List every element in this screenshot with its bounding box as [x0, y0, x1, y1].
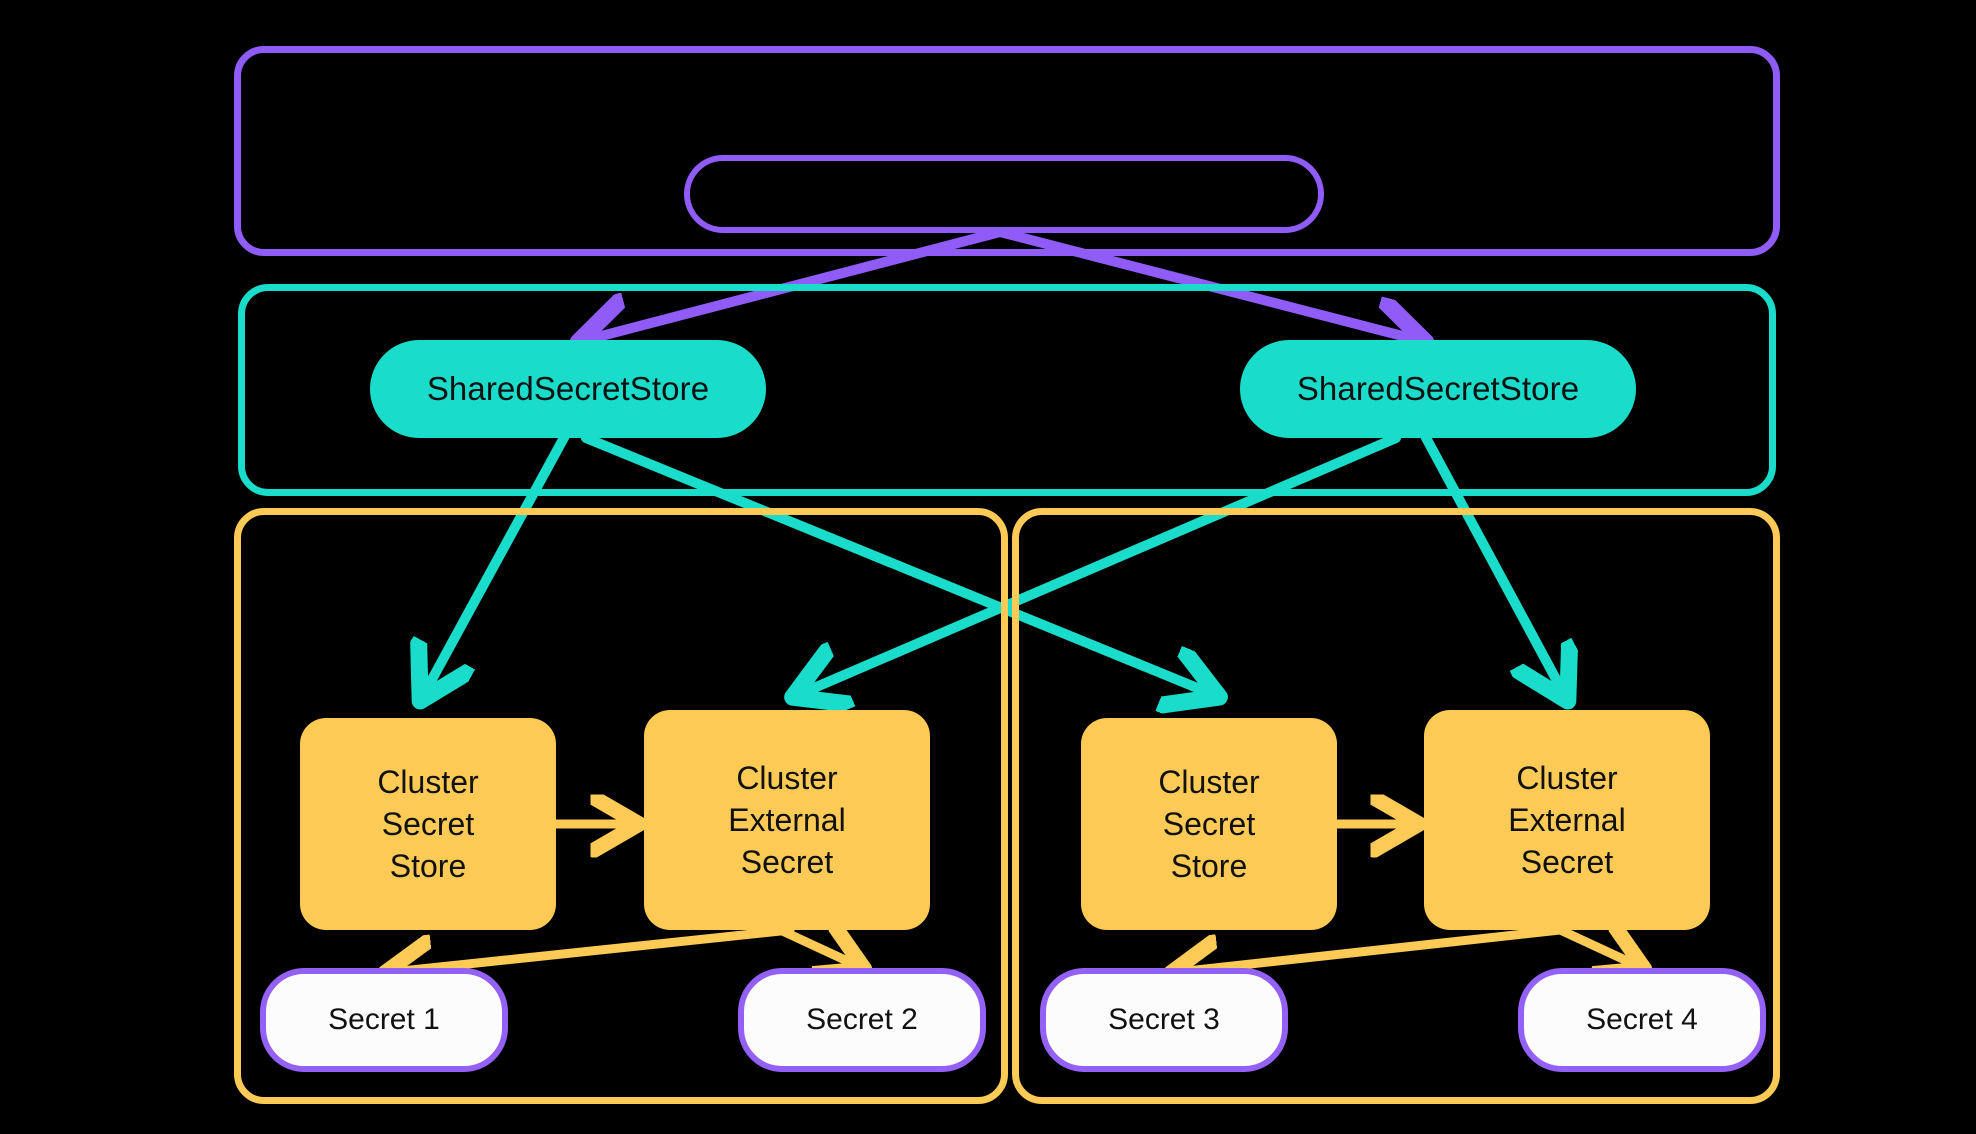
cluster-secret-store-right-line-2: Secret	[1162, 805, 1256, 842]
node-shared-secret-store-left[interactable]: SharedSecretStore	[370, 340, 766, 438]
secret-1-label: Secret 1	[328, 1003, 440, 1037]
secret-3-label: Secret 3	[1108, 1003, 1220, 1037]
node-cluster-external-secret-left[interactable]: Cluster External Secret	[644, 710, 930, 930]
node-secret-4[interactable]: Secret 4	[1518, 968, 1766, 1072]
group-shared-secret-stores	[238, 284, 1776, 496]
cluster-external-secret-right-line-2: External	[1508, 801, 1626, 838]
group-cluster-right	[1012, 508, 1780, 1104]
controller-pill-label	[690, 161, 1318, 227]
node-shared-secret-store-right[interactable]: SharedSecretStore	[1240, 340, 1636, 438]
node-cluster-external-secret-right[interactable]: Cluster External Secret	[1424, 710, 1710, 930]
cluster-external-secret-left-line-2: External	[728, 801, 846, 838]
cluster-secret-store-right-line-3: Store	[1170, 848, 1248, 885]
cluster-secret-store-left-line-2: Secret	[381, 805, 475, 842]
cluster-external-secret-right-line-1: Cluster	[1516, 759, 1618, 796]
controller-pill[interactable]	[684, 155, 1324, 233]
shared-secret-store-right-label: SharedSecretStore	[1296, 370, 1580, 408]
node-secret-3[interactable]: Secret 3	[1040, 968, 1288, 1072]
group-cluster-left	[234, 508, 1008, 1104]
cluster-external-secret-right-line-3: Secret	[1520, 844, 1614, 881]
node-secret-2[interactable]: Secret 2	[738, 968, 986, 1072]
group-controller	[234, 46, 1780, 256]
cluster-secret-store-left-line-3: Store	[389, 848, 467, 885]
node-secret-1[interactable]: Secret 1	[260, 968, 508, 1072]
cluster-external-secret-left-line-3: Secret	[740, 844, 834, 881]
shared-secret-store-left-label: SharedSecretStore	[426, 370, 710, 408]
secret-4-label: Secret 4	[1586, 1003, 1698, 1037]
cluster-secret-store-right-line-1: Cluster	[1158, 763, 1260, 800]
node-cluster-secret-store-right[interactable]: Cluster Secret Store	[1081, 718, 1337, 930]
secret-2-label: Secret 2	[806, 1003, 918, 1037]
cluster-external-secret-left-line-1: Cluster	[736, 759, 838, 796]
cluster-secret-store-left-line-1: Cluster	[377, 763, 479, 800]
node-cluster-secret-store-left[interactable]: Cluster Secret Store	[300, 718, 556, 930]
